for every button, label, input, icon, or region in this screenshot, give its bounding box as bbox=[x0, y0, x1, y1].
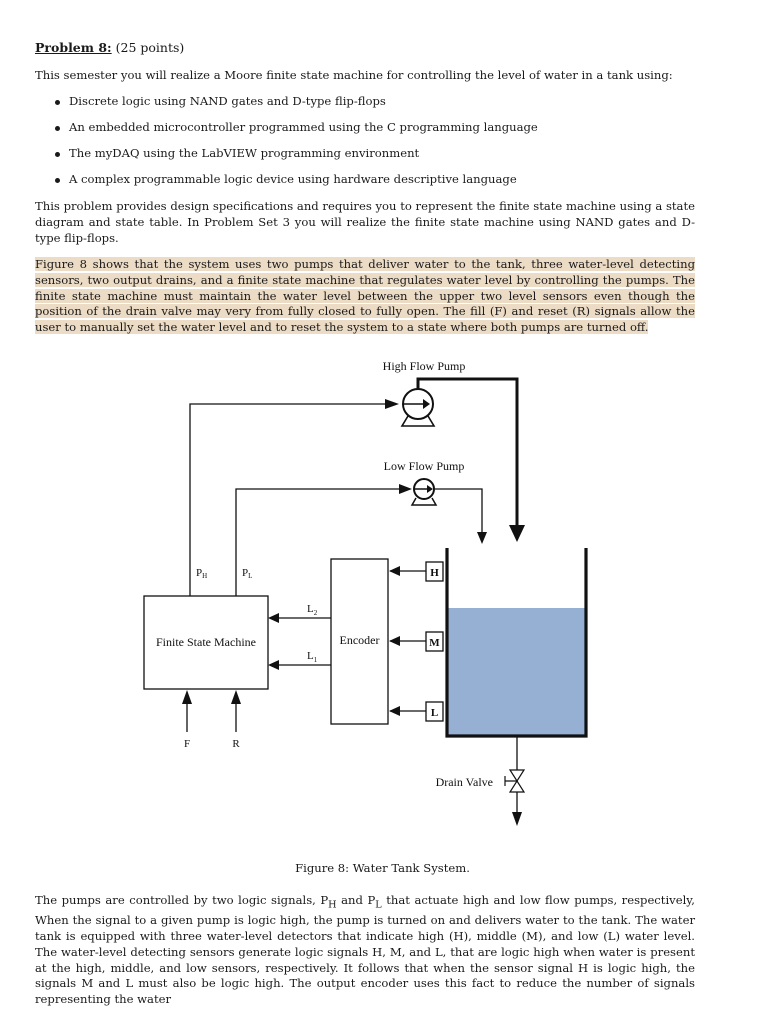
problem-label: Problem 8: bbox=[35, 40, 112, 55]
list-item: An embedded microcontroller programmed u… bbox=[55, 120, 538, 146]
water-tank bbox=[445, 548, 588, 738]
high-flow-pump-label: High Flow Pump bbox=[383, 359, 466, 373]
list-item: The myDAQ using the LabVIEW programming … bbox=[55, 146, 538, 172]
drain-valve-label: Drain Valve bbox=[436, 775, 493, 789]
fsm-block bbox=[143, 595, 269, 690]
intro-paragraph: This semester you will realize a Moore f… bbox=[35, 68, 673, 82]
sensor-l: L bbox=[389, 701, 444, 722]
list-item: Discrete logic using NAND gates and D-ty… bbox=[55, 94, 538, 120]
sensor-l-label: L bbox=[431, 707, 438, 719]
figure-caption: Figure 8: Water Tank System. bbox=[295, 861, 470, 875]
sensor-h: H bbox=[389, 561, 444, 582]
highlighted-paragraph: Figure 8 shows that the system uses two … bbox=[35, 257, 695, 336]
pl-label: PL bbox=[242, 567, 252, 580]
drain-valve-icon bbox=[504, 736, 526, 826]
fsm-label: Finite State Machine bbox=[156, 635, 256, 649]
water-fill bbox=[447, 608, 585, 735]
low-flow-pump-icon bbox=[410, 478, 487, 544]
highlighted-text: Figure 8 shows that the system uses two … bbox=[35, 257, 695, 335]
sensor-m: M bbox=[389, 631, 444, 652]
input-f-label: F bbox=[184, 738, 190, 750]
sensor-m-label: M bbox=[429, 637, 440, 649]
specification-paragraph: This problem provides design specificati… bbox=[35, 199, 695, 245]
sensor-h-label: H bbox=[430, 567, 439, 579]
l1-label: L1 bbox=[307, 650, 318, 664]
water-tank-figure: High Flow Pump Low Flow Pump bbox=[143, 359, 588, 826]
problem-heading: Problem 8: (25 points) bbox=[35, 40, 184, 56]
l2-label: L2 bbox=[307, 603, 318, 617]
ph-label: PH bbox=[196, 567, 207, 580]
problem-points: (25 points) bbox=[115, 40, 185, 55]
encoder-block bbox=[330, 558, 389, 725]
high-flow-pump-icon bbox=[400, 377, 525, 542]
encoder-label: Encoder bbox=[340, 633, 380, 647]
low-flow-pump-label: Low Flow Pump bbox=[384, 459, 465, 473]
implementation-list: Discrete logic using NAND gates and D-ty… bbox=[55, 94, 538, 198]
pumps-paragraph: The pumps are controlled by two logic si… bbox=[35, 893, 695, 1007]
input-r-label: R bbox=[232, 738, 240, 750]
list-item: A complex programmable logic device usin… bbox=[55, 172, 538, 198]
